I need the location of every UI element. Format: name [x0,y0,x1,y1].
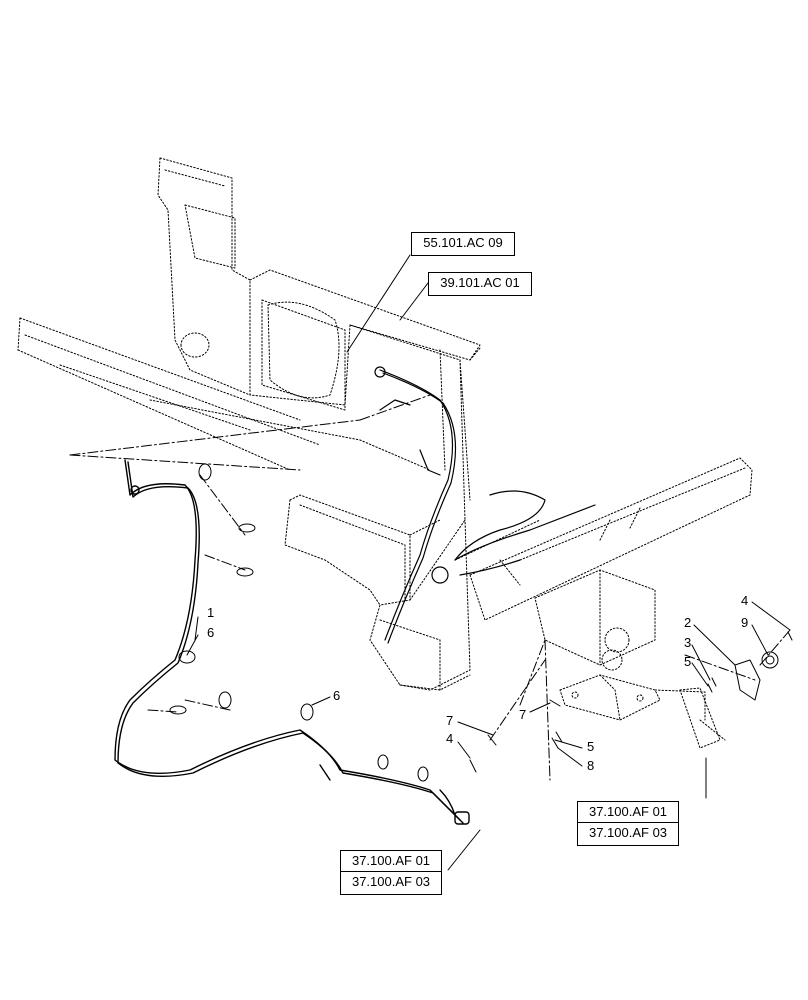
reference-box-55-101-ac-09[interactable]: 55.101.AC 09 [411,232,515,256]
callout-2: 2 [684,615,692,630]
callout-3: 3 [684,635,692,650]
callout-5-lower: 5 [587,739,595,754]
small-hardware [469,699,563,773]
reference-stack-right: 37.100.AF 01 37.100.AF 03 [577,801,679,846]
callout-7-left: 7 [446,713,454,728]
callout-4-right: 4 [741,593,749,608]
fender-bracket [284,494,541,691]
connector-hardware [707,631,793,701]
reference-37-100-af-01-left[interactable]: 37.100.AF 01 [351,853,431,868]
callout-6-upper: 6 [207,625,215,640]
reference-stack-left: 37.100.AF 01 37.100.AF 03 [340,850,442,895]
callout-4-left: 4 [446,731,454,746]
hitch-plate [534,569,726,749]
callout-5-upper: 5 [684,654,692,669]
callout-1: 1 [207,605,215,620]
leader-lines [186,254,791,871]
cable-ties [169,463,429,782]
frame-beam [17,317,431,471]
callout-6-lower: 6 [333,688,341,703]
callout-7-right: 7 [519,707,527,722]
upright-panel [157,157,481,601]
callout-8: 8 [587,758,595,773]
reference-37-100-af-03-left[interactable]: 37.100.AF 03 [341,871,441,892]
wire-harness-item-1 [114,459,470,825]
reference-37-100-af-03-right[interactable]: 37.100.AF 03 [578,822,678,843]
reference-37-100-af-01-right[interactable]: 37.100.AF 01 [588,804,668,819]
callout-9: 9 [741,615,749,630]
drawbar [469,457,753,621]
frame-harness [374,366,596,644]
assembly-lines [69,394,791,781]
reference-box-39-101-ac-01[interactable]: 39.101.AC 01 [428,272,532,296]
